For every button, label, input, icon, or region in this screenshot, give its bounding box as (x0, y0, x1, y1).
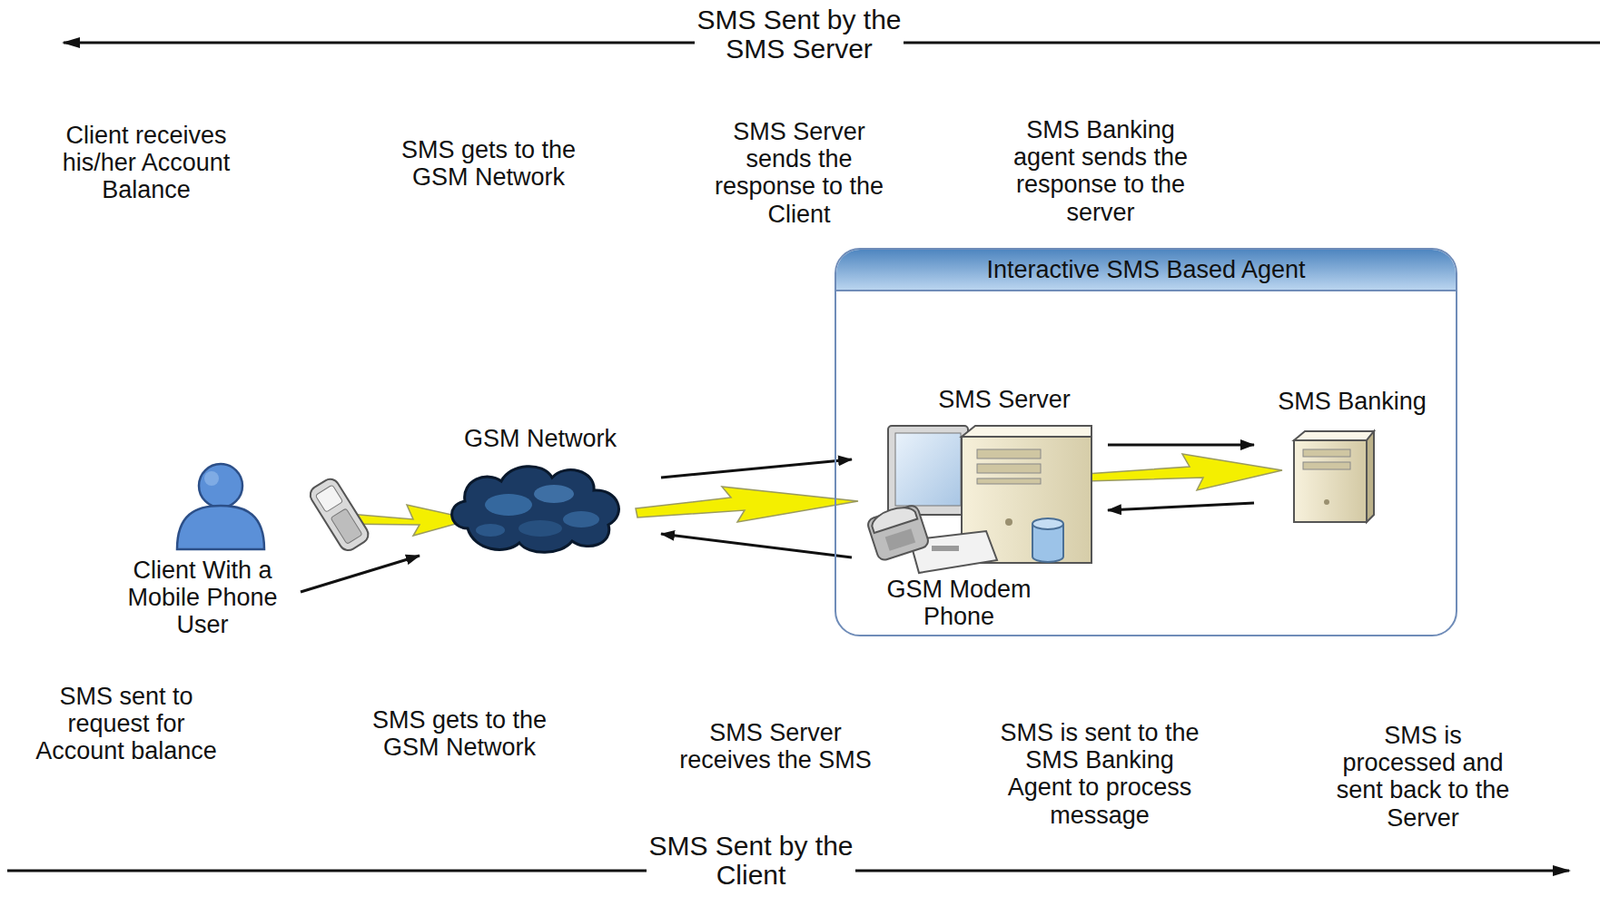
step-note: Client receives his/her Account Balance (55, 121, 238, 205)
sms-banking-node: SMS Banking (1261, 387, 1443, 529)
client-node-illustration (111, 458, 294, 559)
step-note: SMS sent to request for Account balance (29, 682, 225, 766)
flow-heading: SMS Sent by the Client (646, 831, 856, 891)
step-note: SMS is processed and sent back to the Se… (1327, 721, 1519, 832)
sms-server-node-illustration (859, 385, 1101, 595)
step-note: SMS Server sends the response to the Cli… (708, 118, 890, 228)
node-title: SMS Server (913, 385, 1096, 414)
step-note: SMS gets to the GSM Network (391, 136, 587, 191)
step-note: SMS is sent to the SMS Banking Agent to … (998, 719, 1201, 830)
agent-container: Interactive SMS Based AgentSMS ServerGSM… (834, 247, 1458, 637)
lightning-bolt (1085, 454, 1283, 491)
node-title: SMS Banking (1263, 387, 1442, 415)
step-note: SMS Server receives the SMS (673, 719, 879, 774)
lightning-bolt (635, 486, 859, 523)
flow-heading: SMS Sent by the SMS Server (694, 5, 904, 65)
node-title: Client With a Mobile Phone User (118, 556, 287, 640)
flow-arrow (1107, 503, 1255, 511)
gsm-network-cloud: GSM Network (426, 424, 654, 562)
mobile-phone (306, 475, 372, 554)
node-subtitle: GSM Modem Phone (868, 575, 1050, 631)
node-title: Interactive SMS Based Agent (836, 249, 1456, 292)
node-title: GSM Network (449, 424, 632, 453)
sms-server-node: SMS ServerGSM Modem Phone (859, 385, 1101, 631)
client-node: Client With a Mobile Phone User (111, 458, 294, 643)
step-note: SMS gets to the GSM Network (362, 706, 558, 761)
flow-arrow (661, 459, 852, 478)
flow-arrow (300, 555, 420, 593)
flow-arrow (1107, 444, 1255, 447)
step-note: SMS Banking agent sends the response to … (1007, 116, 1195, 227)
flow-arrow (661, 533, 852, 558)
